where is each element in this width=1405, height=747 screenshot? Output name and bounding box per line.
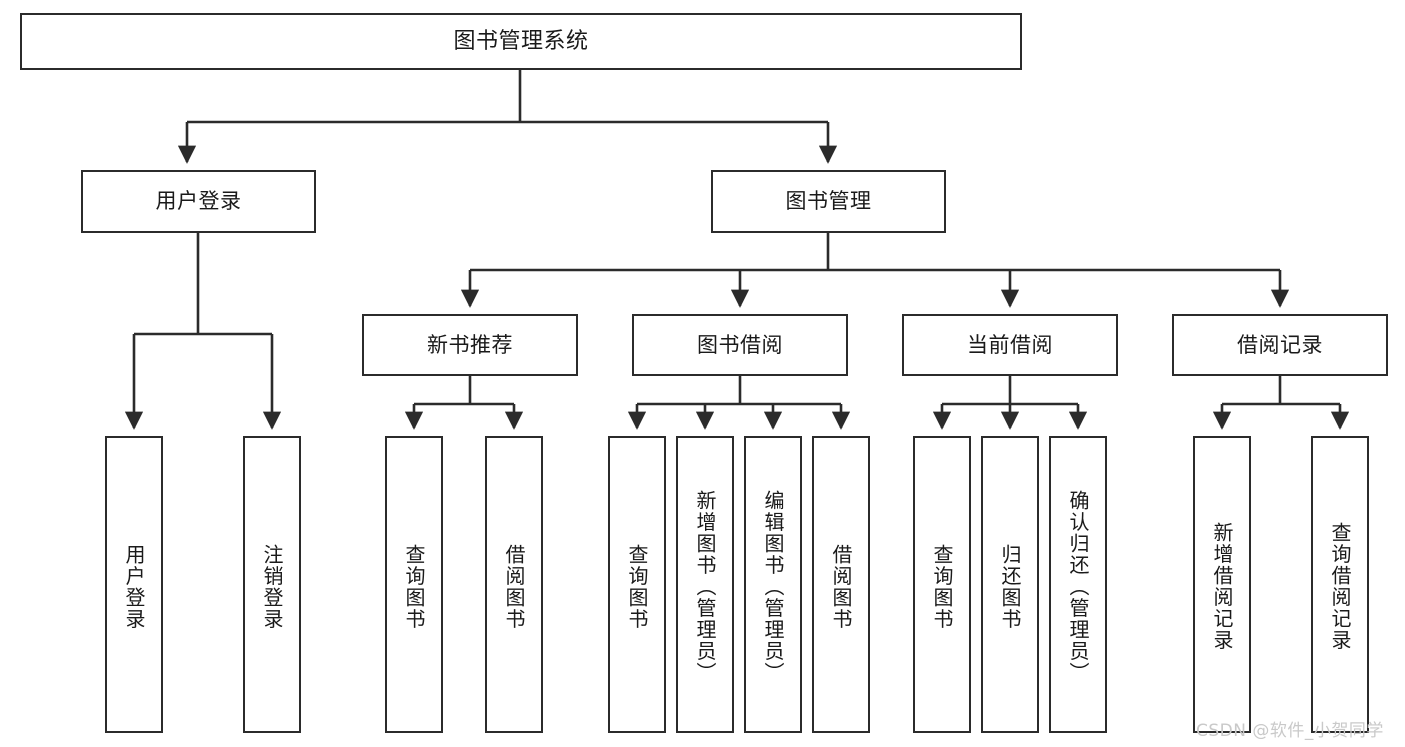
node-borrowing-record[interactable]: 借阅记录	[1172, 314, 1388, 376]
node-root-book-management-system[interactable]: 图书管理系统	[20, 13, 1022, 70]
node-current-borrowing[interactable]: 当前借阅	[902, 314, 1118, 376]
node-label: 借阅图书	[502, 543, 526, 630]
node-label: 图书管理系统	[453, 28, 589, 54]
leaf-record-query-record[interactable]: 查询借阅记录	[1311, 436, 1369, 733]
leaf-user-login-login[interactable]: 用户登录	[105, 436, 163, 733]
node-label: 用户登录	[155, 189, 242, 214]
node-label: 新增借阅记录	[1210, 522, 1234, 651]
leaf-new-book-borrow[interactable]: 借阅图书	[485, 436, 543, 733]
node-label: 新书推荐	[427, 332, 513, 357]
node-book-management[interactable]: 图书管理	[711, 170, 946, 233]
node-label: 查询图书	[930, 543, 954, 630]
leaf-borrow-query-book[interactable]: 查询图书	[608, 436, 666, 733]
node-label: 注销登录	[260, 543, 284, 630]
node-label: 图书管理	[785, 189, 872, 214]
leaf-new-book-query[interactable]: 查询图书	[385, 436, 443, 733]
node-user-login[interactable]: 用户登录	[81, 170, 316, 233]
node-label: 当前借阅	[967, 332, 1053, 357]
node-label: 图书借阅	[697, 332, 783, 357]
leaf-borrow-edit-book-admin[interactable]: 编辑图书（管理员）	[744, 436, 802, 733]
node-label: 查询借阅记录	[1328, 522, 1352, 651]
node-new-book-recommendation[interactable]: 新书推荐	[362, 314, 578, 376]
node-label: 查询图书	[625, 543, 649, 630]
node-book-borrowing[interactable]: 图书借阅	[632, 314, 848, 376]
leaf-current-return-book[interactable]: 归还图书	[981, 436, 1039, 733]
leaf-user-login-logout[interactable]: 注销登录	[243, 436, 301, 733]
leaf-borrow-borrow-book[interactable]: 借阅图书	[812, 436, 870, 733]
node-label: 借阅记录	[1237, 332, 1323, 357]
node-label: 确认归还（管理员）	[1066, 489, 1090, 684]
node-label: 查询图书	[402, 543, 426, 630]
leaf-current-confirm-return-admin[interactable]: 确认归还（管理员）	[1049, 436, 1107, 733]
node-label: 归还图书	[998, 543, 1022, 630]
leaf-current-query-book[interactable]: 查询图书	[913, 436, 971, 733]
leaf-borrow-add-book-admin[interactable]: 新增图书（管理员）	[676, 436, 734, 733]
node-label: 用户登录	[122, 543, 146, 630]
node-label: 编辑图书（管理员）	[761, 489, 785, 684]
node-label: 借阅图书	[829, 543, 853, 630]
node-label: 新增图书（管理员）	[693, 489, 717, 684]
leaf-record-add-record[interactable]: 新增借阅记录	[1193, 436, 1251, 733]
